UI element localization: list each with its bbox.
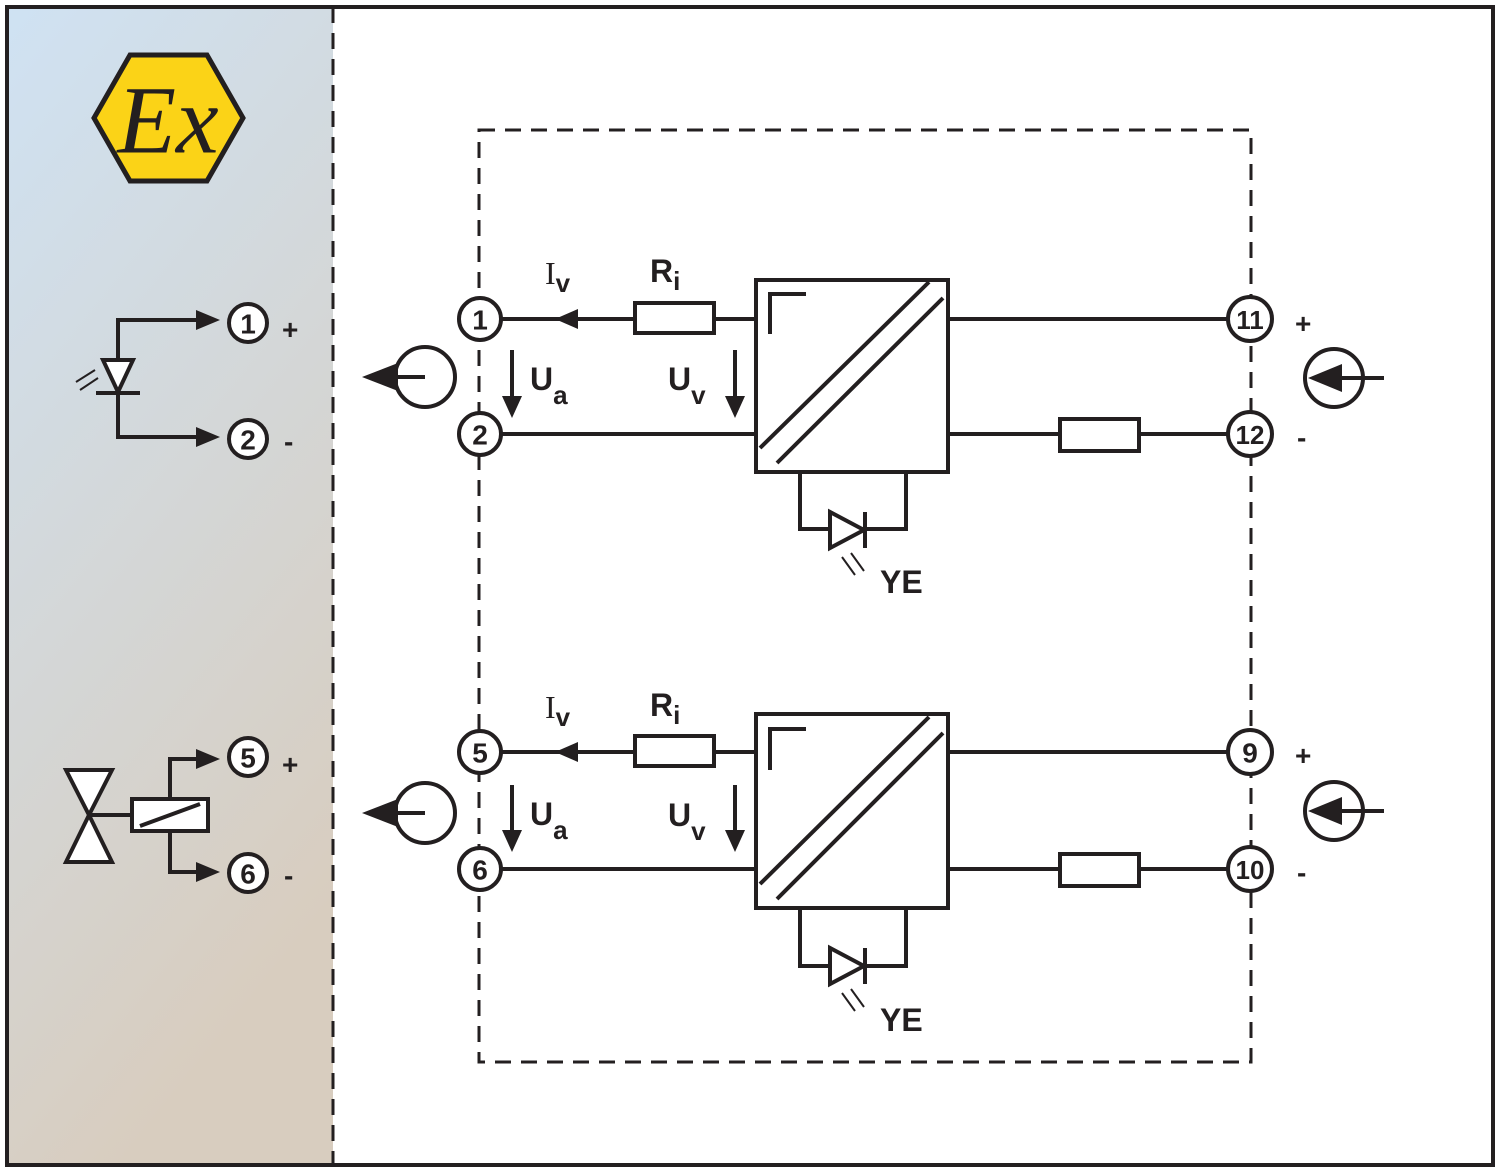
current-arrow-1 — [555, 309, 578, 329]
terminal-9: 9 — [1226, 728, 1274, 776]
hazardous-zone-area — [7, 7, 333, 1165]
current-arrow-2 — [555, 742, 578, 762]
module-enclosure-dashed — [477, 128, 1253, 1064]
plus-sign-9: + — [1295, 740, 1311, 771]
svg-text:1: 1 — [472, 305, 488, 336]
led-label-2: YE — [880, 1002, 923, 1038]
svg-text:1: 1 — [240, 309, 256, 340]
terminal-11: 11 — [1226, 295, 1274, 343]
led-label-1: YE — [880, 564, 923, 600]
svg-text:2: 2 — [240, 425, 256, 456]
input-source-symbol-1 — [1303, 347, 1384, 409]
sensor-device — [75, 310, 220, 447]
sensor-arrow-bottom — [196, 427, 220, 447]
uv-arrow-2 — [725, 785, 745, 852]
ua-label-1: Ua — [530, 361, 568, 410]
valve-wire-bottom — [168, 831, 200, 874]
isolator-converter-1 — [754, 278, 950, 474]
status-led-1 — [798, 472, 908, 576]
svg-text:11: 11 — [1236, 305, 1264, 335]
ua-arrow-1 — [502, 350, 522, 418]
valve-terminal-pos: 5 — [227, 736, 269, 778]
outer-frame — [5, 5, 1495, 1167]
valve-wire-top — [168, 757, 200, 799]
uv-arrow-1 — [725, 350, 745, 418]
fuse-1 — [1058, 417, 1141, 453]
fuse-2 — [1058, 852, 1141, 888]
svg-text:5: 5 — [240, 743, 256, 774]
sensor-neg-sign: - — [284, 426, 293, 457]
valve-terminal-neg: 6 — [227, 852, 269, 894]
minus-sign-10: - — [1297, 857, 1306, 888]
input-source-symbol-2 — [1303, 780, 1384, 842]
minus-sign-12: - — [1297, 422, 1306, 453]
output-source-symbol-1 — [362, 345, 457, 409]
ri-label-1: Ri — [650, 253, 680, 296]
svg-text:12: 12 — [1236, 420, 1265, 450]
uv-label-1: Uv — [668, 361, 706, 410]
sensor-terminal-pos: 1 — [227, 302, 269, 344]
terminal-2: 2 — [457, 411, 503, 457]
sensor-wire-bottom — [116, 395, 200, 439]
valve-device — [62, 749, 220, 882]
ri-label-2: Ri — [650, 687, 680, 730]
terminal-1: 1 — [457, 296, 503, 342]
valve-neg-sign: - — [284, 860, 293, 891]
channel-1: YE Ua Uv Iv Ri 1 2 11 12 + - — [362, 253, 1384, 600]
iv-label-2: Iv — [545, 689, 571, 732]
light-barrier-diode-icon — [75, 350, 140, 397]
ex-logo-text: Ex — [115, 67, 218, 174]
svg-text:9: 9 — [1242, 738, 1258, 769]
valve-arrow-bottom — [196, 862, 220, 882]
iv-label-1: Iv — [545, 255, 571, 298]
ua-label-2: Ua — [530, 796, 568, 845]
sensor-wire-top — [116, 318, 200, 350]
resistor-ri-1 — [633, 301, 716, 335]
sensor-arrow-top — [196, 310, 220, 330]
terminal-6: 6 — [457, 846, 503, 892]
channel-2: YE Ua Uv Iv Ri 5 6 9 10 + - — [362, 687, 1384, 1038]
terminal-5: 5 — [457, 729, 503, 775]
svg-text:6: 6 — [240, 859, 256, 890]
plus-sign-11: + — [1295, 308, 1311, 339]
sensor-pos-sign: + — [282, 314, 298, 345]
ex-logo-hexagon — [91, 52, 246, 184]
terminal-12: 12 — [1226, 410, 1274, 458]
svg-text:6: 6 — [472, 855, 488, 886]
uv-label-2: Uv — [668, 797, 706, 846]
resistor-ri-2 — [633, 734, 716, 768]
ex-logo: Ex — [91, 52, 246, 184]
solenoid-valve-icon — [62, 768, 210, 864]
output-source-symbol-2 — [362, 781, 457, 845]
svg-text:10: 10 — [1236, 855, 1265, 885]
svg-text:2: 2 — [472, 420, 488, 451]
isolator-converter-2 — [754, 712, 950, 910]
valve-arrow-top — [196, 749, 220, 769]
svg-text:5: 5 — [472, 738, 488, 769]
status-led-2 — [798, 908, 908, 1012]
valve-pos-sign: + — [282, 749, 298, 780]
ua-arrow-2 — [502, 785, 522, 852]
sensor-terminal-neg: 2 — [227, 418, 269, 460]
terminal-10: 10 — [1226, 845, 1274, 893]
